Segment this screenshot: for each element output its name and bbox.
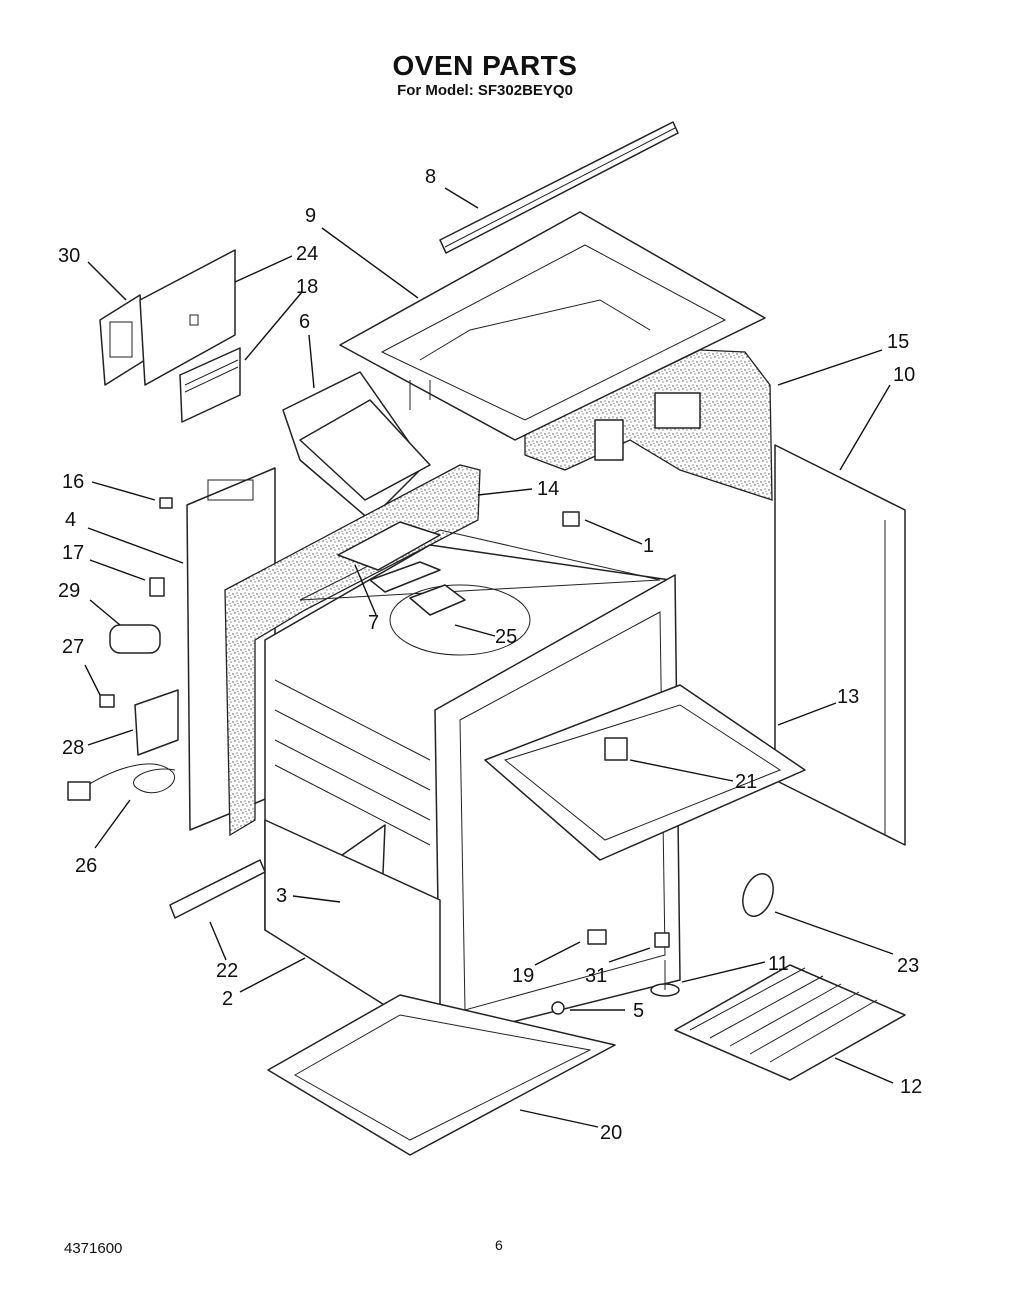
callout-label: 11 [768,953,789,975]
part-30-bracket [99,294,146,386]
part-25-baffle [409,584,466,616]
callout-label: 21 [735,771,757,793]
part-12-oven-rack [674,964,906,1081]
callout-label: 13 [837,686,859,708]
callout-label: 1 [643,535,654,557]
callout-label: 12 [900,1076,922,1098]
callout-label: 3 [276,885,287,907]
part-29-lens [109,624,161,654]
callout-label: 4 [65,509,76,531]
model-subtitle: For Model: SF302BEYQ0 [397,82,573,99]
callout-label: 7 [368,612,379,634]
callout-label: 16 [62,471,84,493]
page-number: 6 [495,1237,503,1253]
part-11-leveler [650,960,680,997]
document-number: 4371600 [64,1240,123,1257]
callout-label: 29 [58,580,80,602]
callout-label: 26 [75,855,97,877]
callout-label: 23 [897,955,919,977]
callout-label: 25 [495,626,517,648]
callout-label: 30 [58,245,80,267]
callout-label: 2 [222,988,233,1010]
callout-label: 17 [62,542,84,564]
part-5-screw [551,1001,565,1015]
callout-label: 10 [893,364,915,386]
part-22-rail [169,859,266,919]
part-20-bottom-panel [267,994,616,1156]
page-title: OVEN PARTS [392,50,578,81]
part-31-foot [654,932,670,948]
callout-label: 28 [62,737,84,759]
callout-label: 8 [425,166,436,188]
callout-label: 15 [887,331,909,353]
part-10-side-panel [774,444,906,846]
part-1-clip [562,511,580,527]
leader-lines [84,187,894,1128]
part-17-clip [149,577,165,597]
callout-label: 31 [585,965,607,987]
callout-label: 9 [305,205,316,227]
part-8-top-bracket [439,121,679,254]
part-16-clip [159,497,173,509]
part-24-housing [139,249,236,386]
part-13-broiler-pan [484,684,806,861]
part-26-power-cord [67,763,176,801]
part-14-top-insulation [224,464,481,837]
part-7-shields [337,521,441,593]
callout-label: 5 [633,1000,644,1022]
part-28-panel [134,689,179,756]
callout-label: 6 [299,311,310,333]
part-18-cover [179,347,241,423]
callout-label: 27 [62,636,84,658]
callout-label: 20 [600,1122,622,1144]
part-15-rear-insulation [524,349,773,501]
part-23-gasket [742,873,774,917]
callout-label: 14 [537,478,559,500]
callout-label: 19 [512,965,534,987]
callout-label: 18 [296,276,318,298]
part-19-clip [587,929,607,945]
part-21-label [604,737,628,761]
callout-label: 22 [216,960,238,982]
callout-label: 24 [296,243,318,265]
part-27-clip [99,694,115,708]
part-9-top-frame [339,211,766,441]
part-6-vent-duct [282,371,431,521]
